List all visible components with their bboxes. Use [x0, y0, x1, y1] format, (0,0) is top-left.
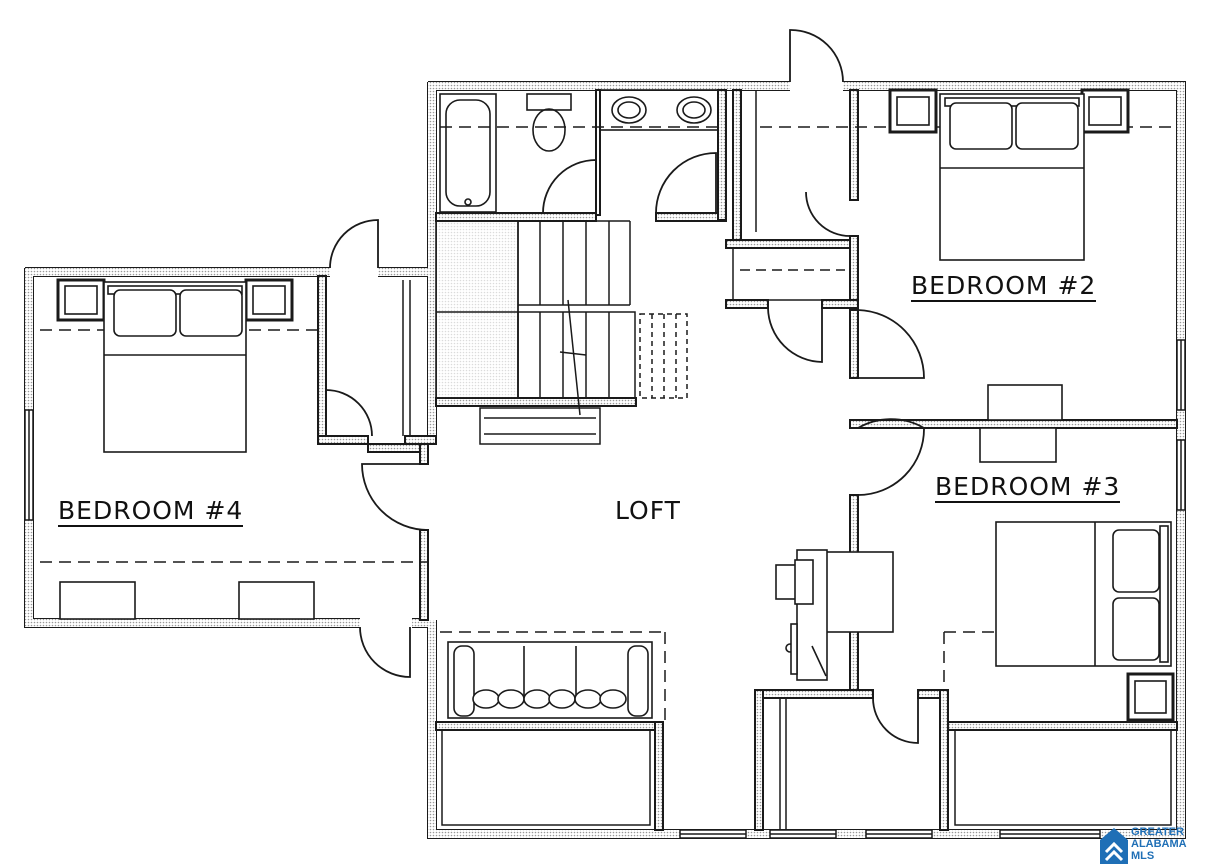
door-swing-bedroom2-closet	[805, 178, 851, 237]
sink-right	[676, 96, 712, 124]
door-swing-hall-closet	[767, 307, 823, 363]
door-swing-bath-hall	[655, 152, 717, 214]
room-label-bedroom3: BEDROOM #3	[935, 472, 1121, 503]
bathtub	[439, 93, 497, 213]
bedroom4-furniture	[56, 278, 315, 620]
watermark-logo-icon	[1100, 828, 1128, 864]
door-swing-bedroom4-closet	[325, 389, 373, 437]
door-swing-bedroom2	[857, 309, 925, 379]
toilet-tank	[526, 93, 572, 111]
door-swing-bedroom2-entry	[789, 29, 844, 83]
greater-alabama-mls-watermark: GREATER ALABAMA MLS	[1097, 820, 1215, 864]
room-label-loft: LOFT	[615, 496, 681, 525]
door-swing-bedroom4-entry	[329, 219, 379, 269]
stairs	[435, 220, 688, 445]
watermark-line-2: ALABAMA	[1131, 838, 1187, 850]
watermark-line-1: GREATER	[1131, 826, 1184, 838]
watermark-text: GREATER ALABAMA MLS	[1131, 826, 1187, 862]
bathroom-fixtures	[439, 89, 719, 213]
windows	[24, 339, 1186, 839]
door-swing-bedroom4	[361, 463, 429, 531]
door-swing-bedroom4-lower	[359, 626, 411, 678]
vanity	[599, 89, 719, 131]
door-swings	[325, 29, 925, 744]
closets	[402, 90, 1172, 830]
desk	[825, 551, 894, 633]
sink-left	[611, 96, 647, 124]
door-swing-bedroom3	[857, 418, 925, 496]
watermark-line-3: MLS	[1131, 850, 1155, 862]
bedroom3-furniture	[825, 427, 1175, 722]
loft-furniture	[447, 549, 828, 719]
toilet-bowl	[532, 108, 566, 152]
bedroom2-furniture	[888, 88, 1130, 421]
door-swing-bedroom3-closet	[872, 697, 919, 744]
room-label-bedroom2: BEDROOM #2	[911, 271, 1097, 302]
door-swing-bath	[542, 159, 597, 214]
room-label-bedroom4: BEDROOM #4	[58, 496, 244, 527]
